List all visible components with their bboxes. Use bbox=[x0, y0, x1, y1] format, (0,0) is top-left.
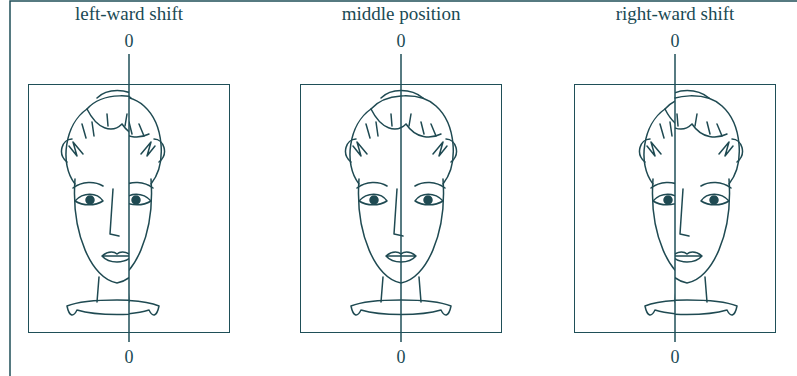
panel-heading: middle position bbox=[342, 3, 461, 25]
midline bbox=[674, 54, 676, 342]
axis-zero: 0 bbox=[671, 347, 680, 367]
chimeric-face bbox=[346, 54, 457, 342]
axis-zero: 0 bbox=[125, 347, 134, 367]
chimeric-face bbox=[632, 54, 751, 342]
panel-heading: left-ward shift bbox=[75, 3, 183, 25]
chimeric-face bbox=[54, 54, 173, 342]
axis-zero: 0 bbox=[397, 31, 406, 51]
stimulus-frame: left-ward shift00 bbox=[28, 84, 230, 333]
midline bbox=[128, 54, 130, 342]
axis-zero: 0 bbox=[125, 31, 134, 51]
stimulus-frame: right-ward shift00 bbox=[574, 84, 776, 333]
panel-heading: right-ward shift bbox=[616, 3, 735, 25]
outer-frame bbox=[10, 1, 797, 376]
axis-zero: 0 bbox=[671, 31, 680, 51]
axis-zero: 0 bbox=[397, 347, 406, 367]
midline bbox=[400, 54, 402, 342]
stimulus-frame: middle position00 bbox=[300, 84, 502, 333]
